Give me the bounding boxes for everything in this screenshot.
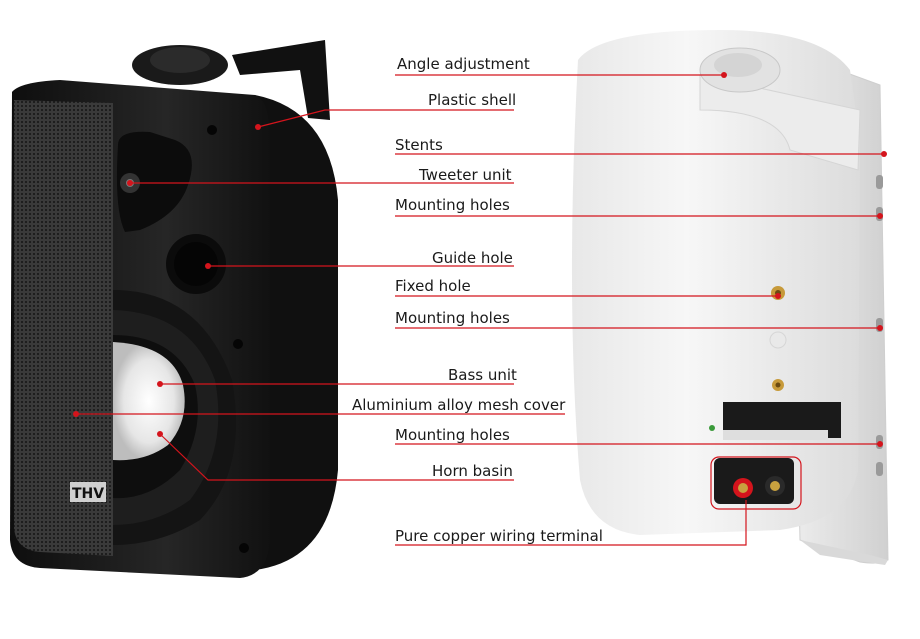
label-wiring-terminal: Pure copper wiring terminal — [395, 527, 603, 545]
label-plastic-shell: Plastic shell — [428, 91, 517, 109]
callout-dots — [73, 72, 887, 447]
label-mesh-cover: Aluminium alloy mesh cover — [352, 396, 566, 414]
callout-lines — [76, 74, 884, 546]
label-bass-unit: Bass unit — [448, 366, 517, 384]
label-guide-hole: Guide hole — [432, 249, 513, 267]
label-stents: Stents — [395, 136, 443, 154]
label-fixed-hole: Fixed hole — [395, 277, 471, 295]
label-mounting-holes-3: Mounting holes — [395, 426, 510, 444]
label-mounting-holes-2: Mounting holes — [395, 309, 510, 327]
label-angle-adjustment: Angle adjustment — [397, 55, 530, 73]
white-speaker-back — [571, 30, 889, 565]
label-mounting-holes-1: Mounting holes — [395, 196, 510, 214]
label-tweeter-unit: Tweeter unit — [419, 166, 512, 184]
svg-text:THV: THV — [72, 486, 104, 502]
label-horn-basin: Horn basin — [432, 462, 513, 480]
black-speaker-front: THV — [10, 40, 338, 578]
